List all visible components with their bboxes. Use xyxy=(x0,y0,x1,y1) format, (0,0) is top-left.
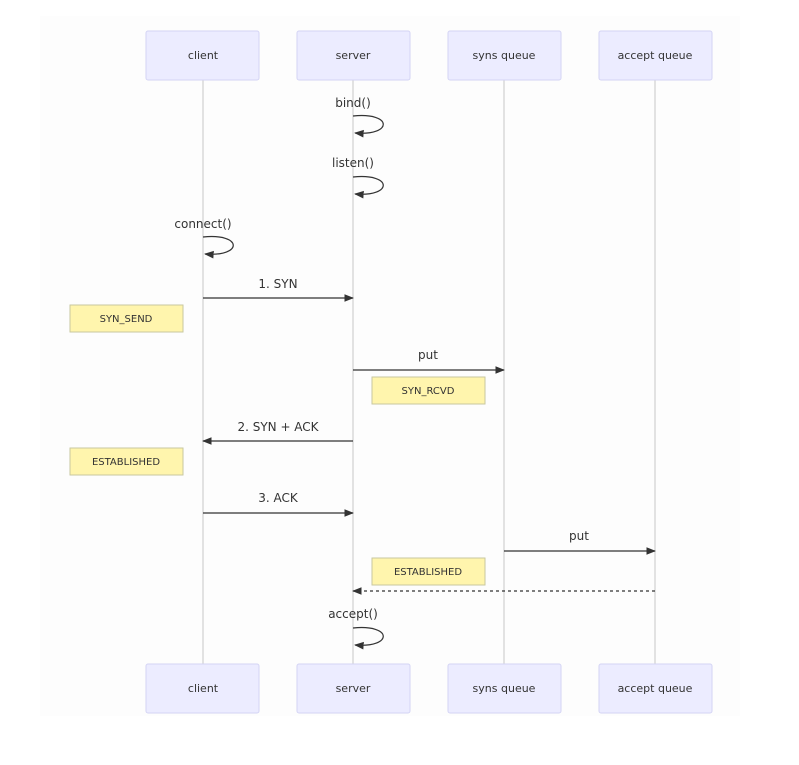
note-label: SYN_SEND xyxy=(100,314,153,325)
actor-server-top: server xyxy=(296,30,411,81)
note-syn-send: SYN_SEND xyxy=(69,304,184,333)
note-established-server: ESTABLISHED xyxy=(371,557,486,586)
actor-client-bottom: client xyxy=(145,663,260,714)
note-label: ESTABLISHED xyxy=(92,457,160,468)
message-syn-label: 1. SYN xyxy=(258,277,297,291)
actor-syns-queue-bottom: syns queue xyxy=(447,663,562,714)
actor-label: accept queue xyxy=(618,682,693,695)
message-bind-arrow xyxy=(352,114,384,138)
actor-accept-queue-top: accept queue xyxy=(598,30,713,81)
message-ack-label: 3. ACK xyxy=(258,491,299,505)
message-accept-label: accept() xyxy=(328,607,378,621)
actor-label: accept queue xyxy=(618,49,693,62)
actor-label: client xyxy=(188,682,219,695)
actor-accept-queue-bottom: accept queue xyxy=(598,663,713,714)
actor-syns-queue-top: syns queue xyxy=(447,30,562,81)
note-label: SYN_RCVD xyxy=(402,386,455,397)
message-listen-label: listen() xyxy=(332,156,374,170)
actor-client-top: client xyxy=(145,30,260,81)
actor-label: server xyxy=(336,49,371,62)
actor-server-bottom: server xyxy=(296,663,411,714)
note-syn-rcvd: SYN_RCVD xyxy=(371,376,486,405)
message-syn-ack-label: 2. SYN + ACK xyxy=(237,420,319,434)
diagram-canvas xyxy=(40,16,740,716)
actor-label: client xyxy=(188,49,219,62)
message-put-syns-label: put xyxy=(418,348,438,362)
message-put-accept-label: put xyxy=(569,529,589,543)
message-accept-arrow xyxy=(352,626,384,650)
actor-label: server xyxy=(336,682,371,695)
message-connect-arrow xyxy=(202,235,234,259)
message-connect-label: connect() xyxy=(174,217,231,231)
note-established-client: ESTABLISHED xyxy=(69,447,184,476)
message-listen-arrow xyxy=(352,175,384,199)
actor-label: syns queue xyxy=(473,682,536,695)
message-bind-label: bind() xyxy=(335,96,371,110)
actor-label: syns queue xyxy=(473,49,536,62)
note-label: ESTABLISHED xyxy=(394,567,462,578)
